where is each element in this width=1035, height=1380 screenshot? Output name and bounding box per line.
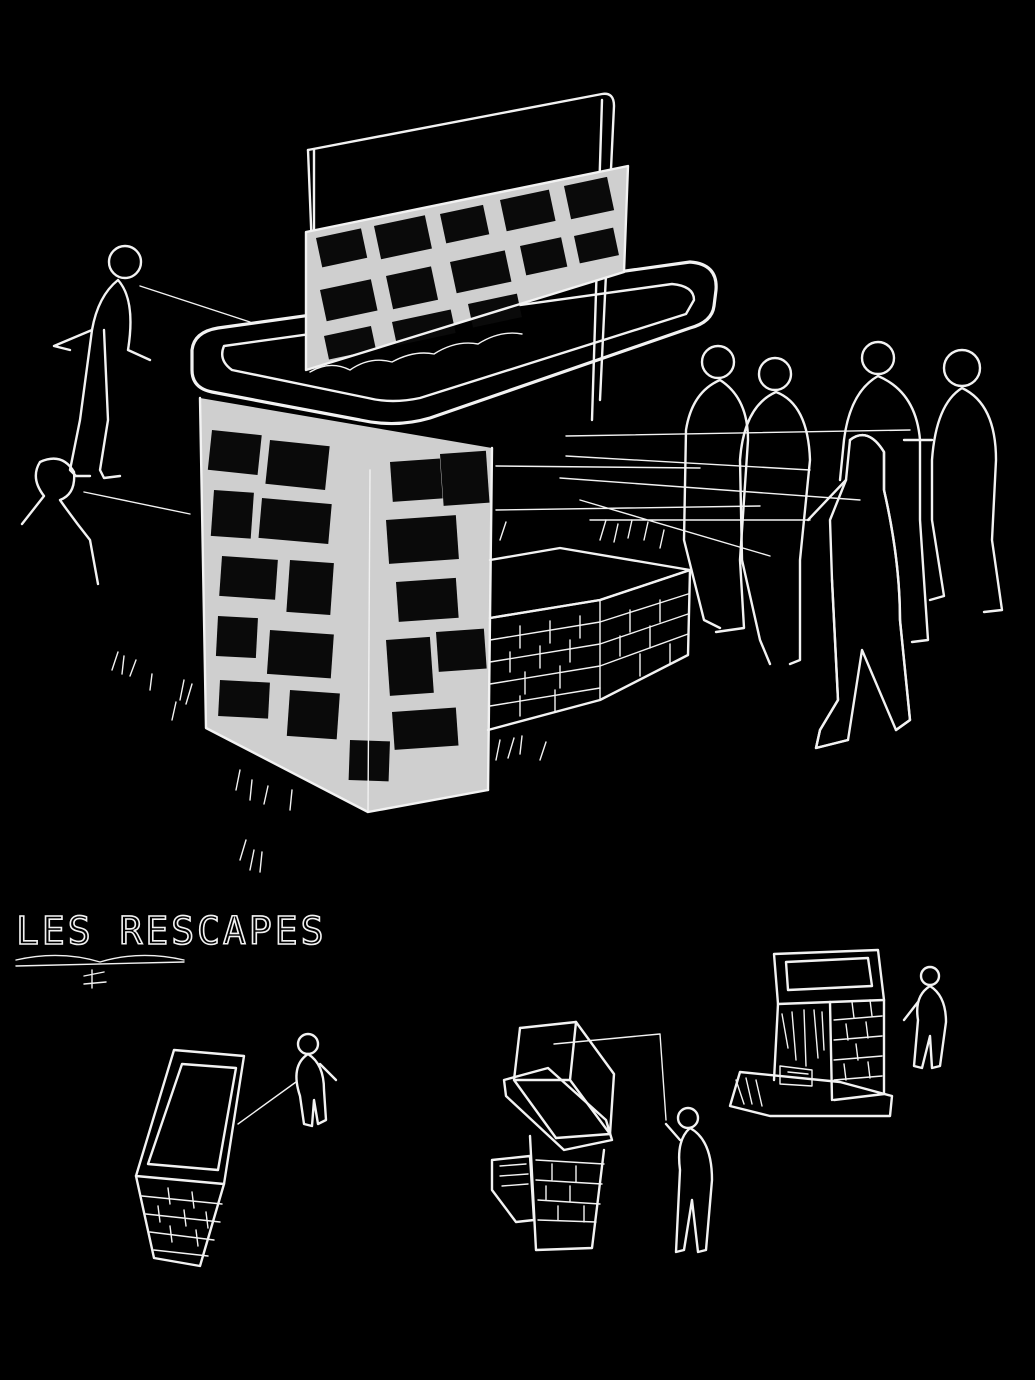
crowd-right xyxy=(495,340,1004,750)
caption: LES RESCAPES xyxy=(15,908,327,989)
brick-bench xyxy=(486,546,692,732)
person-right-front xyxy=(806,433,912,750)
sketch-person-1 xyxy=(295,1032,338,1128)
frame-panel xyxy=(304,92,630,422)
bench-bricks xyxy=(489,593,689,717)
sketch-basin-frame xyxy=(490,1020,714,1254)
sketch-person-2 xyxy=(664,1106,714,1254)
stone-blocks xyxy=(207,430,490,782)
sketch-person-3 xyxy=(902,965,948,1070)
caption-title: LES RESCAPES xyxy=(16,909,327,953)
person-right-2 xyxy=(738,356,812,666)
sketch-basin-pillar xyxy=(134,1032,338,1268)
grass xyxy=(111,519,665,873)
person-left-crouching xyxy=(20,457,191,586)
panel-texture xyxy=(315,176,619,360)
pointing-strings xyxy=(495,429,911,557)
person-right-3 xyxy=(838,340,930,644)
stone-pillar xyxy=(198,396,494,814)
sketch-fountain-bench xyxy=(728,948,948,1118)
person-left-standing xyxy=(52,244,251,480)
person-right-4 xyxy=(902,348,1004,614)
main-monument xyxy=(111,92,718,873)
basin xyxy=(190,260,718,426)
